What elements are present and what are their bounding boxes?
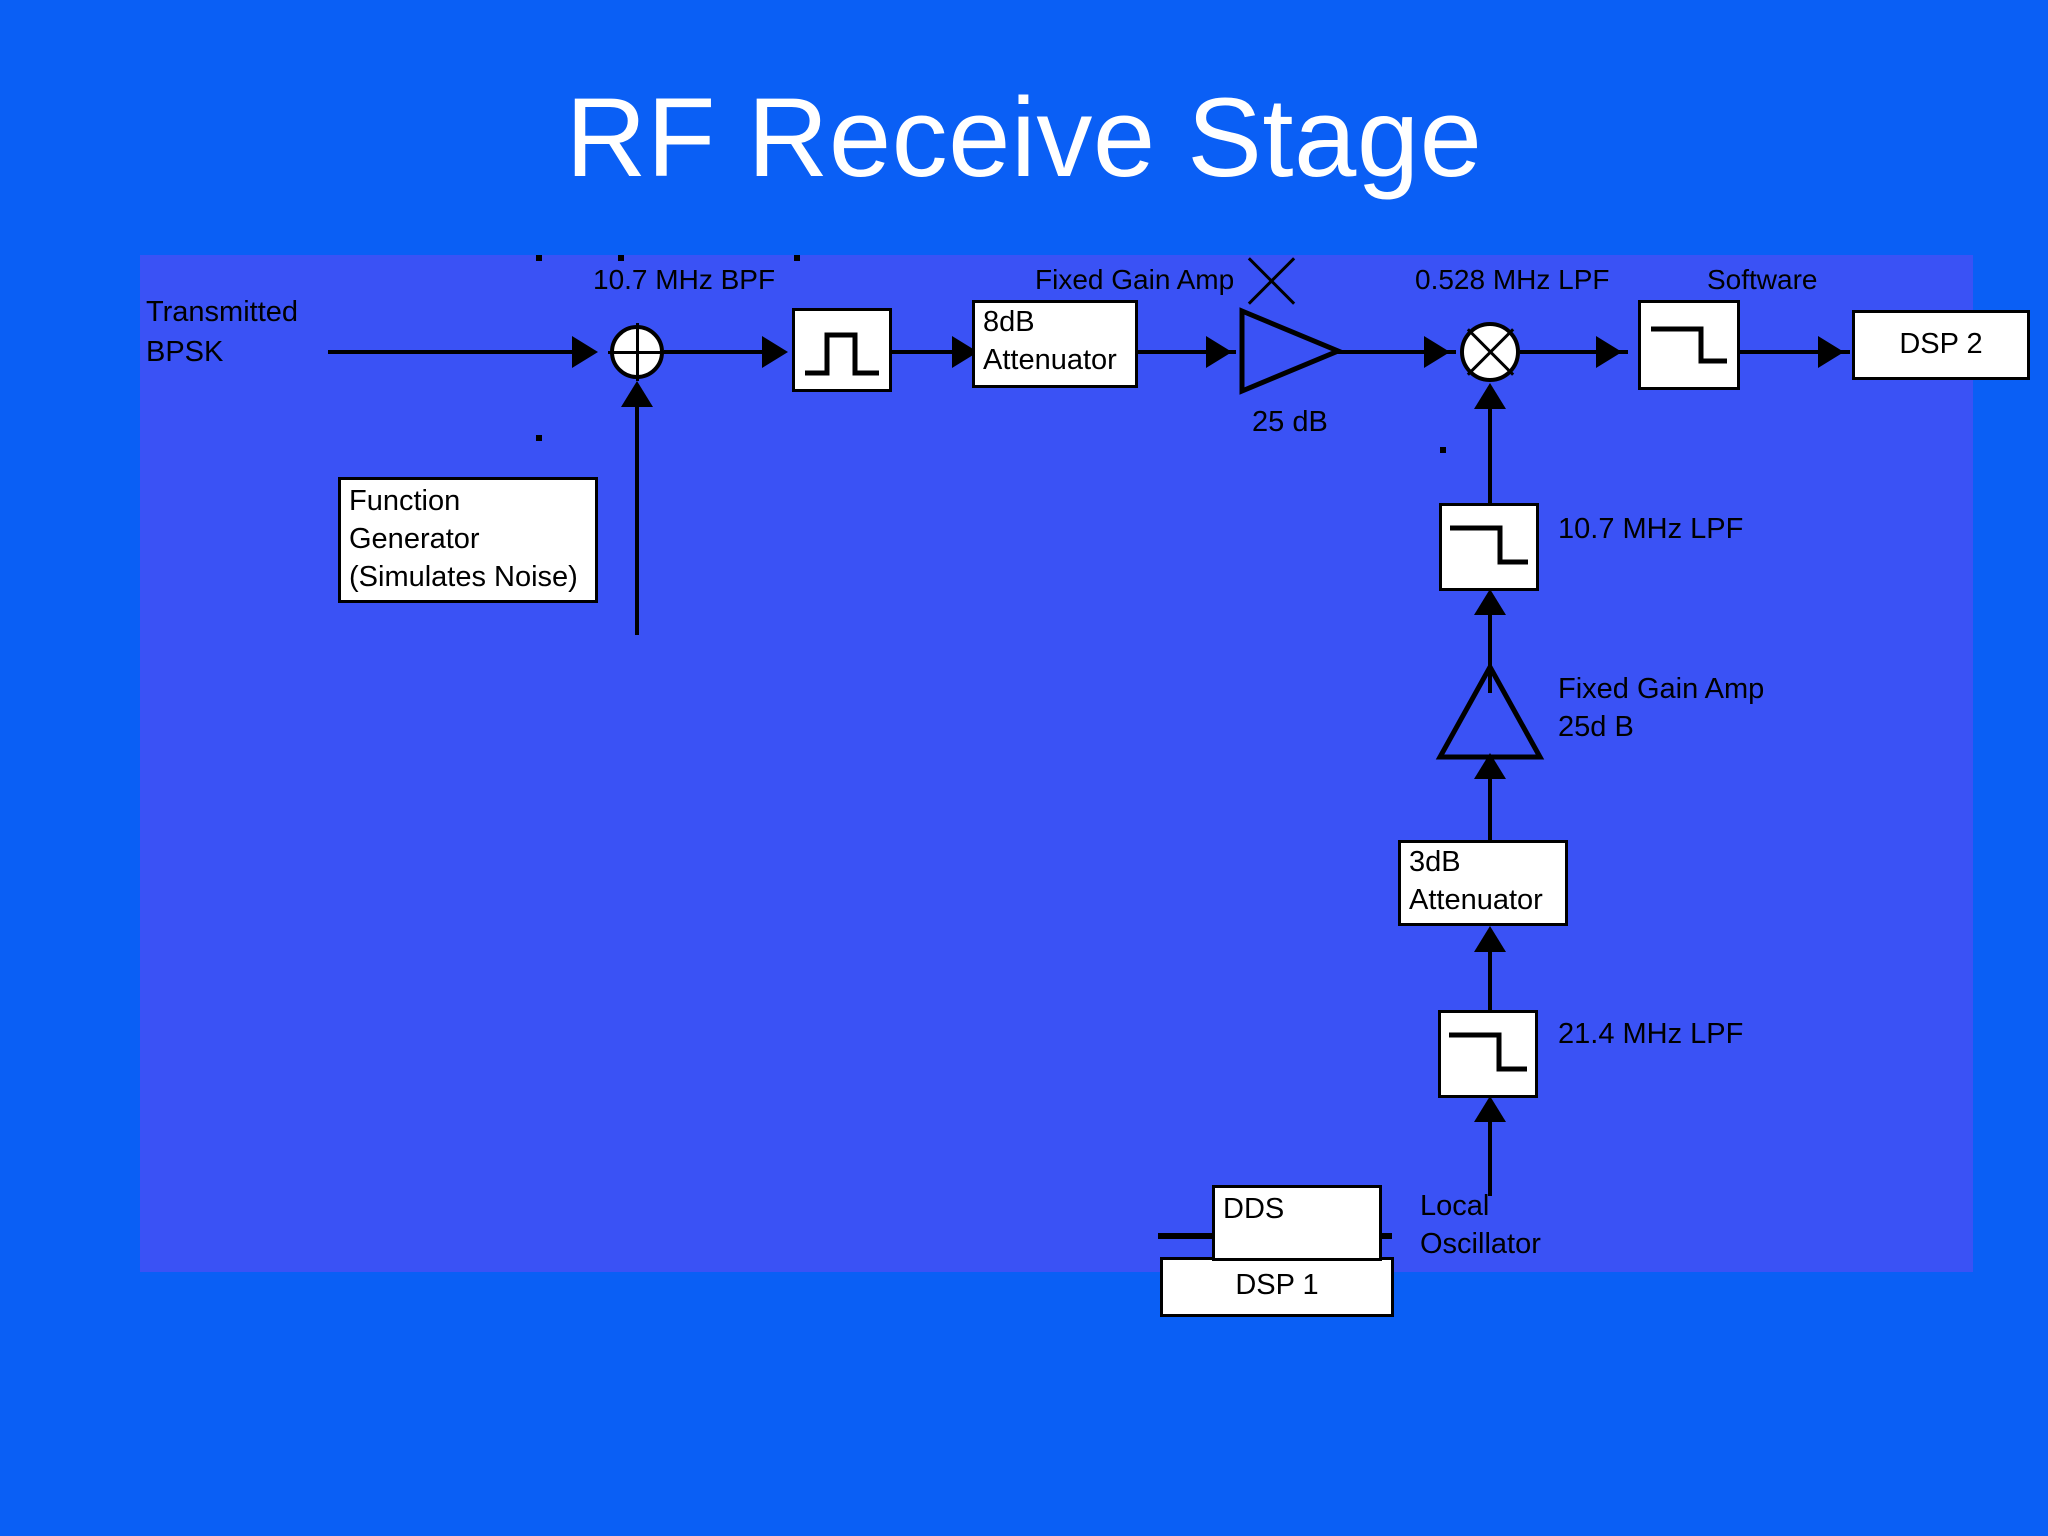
function-generator-line3: (Simulates Noise) (349, 561, 578, 593)
page-title: RF Receive Stage (565, 75, 1483, 200)
label-lpf-10-7: 10.7 MHz LPF (1558, 513, 1744, 545)
label-lpf-output: 0.528 MHz LPF (1415, 264, 1610, 295)
attenuator-8db-line2: Attenuator (983, 344, 1117, 376)
label-bpf: 10.7 MHz BPF (593, 264, 776, 295)
attenuator-8db-block: 8dB Attenuator (972, 300, 1138, 388)
attenuator-3db-line1: 3dB (1409, 846, 1461, 878)
dsp2-block: DSP 2 (1852, 310, 2030, 380)
dds-label: DDS (1223, 1193, 1285, 1225)
attenuator-3db-line2: Attenuator (1409, 884, 1543, 916)
arrow-into-lpf214-icon (1474, 1096, 1506, 1122)
arrow-into-mixer-from-lo-icon (1474, 383, 1506, 409)
wire-amp-to-mixer (1336, 350, 1456, 354)
arrow-into-dsp2-icon (1818, 336, 1844, 368)
label-amp-lo: Fixed Gain Amp (1558, 673, 1765, 705)
wire-lpf107-to-mixer (1488, 397, 1492, 553)
mixer-icon (1460, 322, 1520, 382)
lowpass-filter-107-block (1439, 503, 1539, 591)
label-amp-lo-gain: 25d B (1558, 711, 1634, 743)
lowpass-glyph-icon (1449, 1032, 1527, 1072)
bandpass-glyph-icon (805, 332, 879, 376)
arrow-into-mixer-icon (1424, 336, 1450, 368)
function-generator-line1: Function (349, 485, 461, 517)
arrow-into-sum-from-funcgen-icon (621, 381, 653, 407)
function-generator-block: Function Generator (Simulates Noise) (338, 477, 598, 603)
wire-input-to-sum (328, 350, 586, 354)
lowpass-filter-0528-block (1638, 300, 1740, 390)
wire-lpf214-to-att3 (1488, 940, 1492, 1020)
dsp2-label: DSP 2 (1899, 328, 1983, 360)
arrow-into-bpf-icon (762, 336, 788, 368)
label-software: Software (1707, 264, 1818, 295)
arrow-into-att3-icon (1474, 926, 1506, 952)
wire-sum-to-bpf (664, 350, 784, 354)
label-input-line1: Transmitted (146, 296, 299, 328)
arrow-into-amp-icon (1206, 336, 1232, 368)
label-local-oscillator-line2: Oscillator (1420, 1228, 1541, 1260)
wire-bpf-to-att8 (892, 350, 982, 354)
label-fixed-gain-amp-top: Fixed Gain Amp (1035, 264, 1235, 295)
arrow-into-lpf107-icon (1474, 589, 1506, 615)
fixed-gain-amp-top-icon (1239, 307, 1344, 395)
label-input-line2: BPSK (146, 336, 224, 368)
lowpass-glyph-icon (1450, 525, 1528, 565)
arrow-into-sum-icon (572, 336, 598, 368)
arrow-into-amplo-icon (1474, 753, 1506, 779)
wire-lpf528-to-dsp2 (1740, 350, 1850, 354)
lowpass-glyph-icon (1651, 326, 1727, 364)
label-amp-top-gain: 25 dB (1252, 406, 1328, 438)
label-lpf-21-4: 21.4 MHz LPF (1558, 1018, 1744, 1050)
dsp1-label: DSP 1 (1235, 1269, 1319, 1301)
dsp1-block: DSP 1 (1160, 1257, 1394, 1317)
diagram-panel: 10.7 MHz BPF Fixed Gain Amp 0.528 MHz LP… (140, 255, 2030, 1317)
wire-att8-to-amp (1138, 350, 1236, 354)
arrow-into-lpf528-icon (1596, 336, 1622, 368)
wire-amplo-to-lpf107 (1488, 603, 1492, 693)
dds-block: DDS (1212, 1185, 1382, 1261)
attenuator-3db-block: 3dB Attenuator (1398, 840, 1568, 926)
wire-mixer-to-lpf528 (1520, 350, 1628, 354)
wire-funcgen-to-sum (635, 395, 639, 635)
function-generator-line2: Generator (349, 523, 480, 555)
label-local-oscillator-line1: Local (1420, 1190, 1490, 1222)
wire-dds-to-lpf214 (1488, 1110, 1492, 1196)
attenuator-8db-line1: 8dB (983, 306, 1035, 338)
bandpass-filter-block (792, 308, 892, 392)
wire-att3-to-amplo (1488, 767, 1492, 847)
summing-junction-icon (608, 323, 666, 381)
lowpass-filter-214-block (1438, 1010, 1538, 1098)
fixed-gain-amp-lo-icon (1435, 661, 1545, 760)
